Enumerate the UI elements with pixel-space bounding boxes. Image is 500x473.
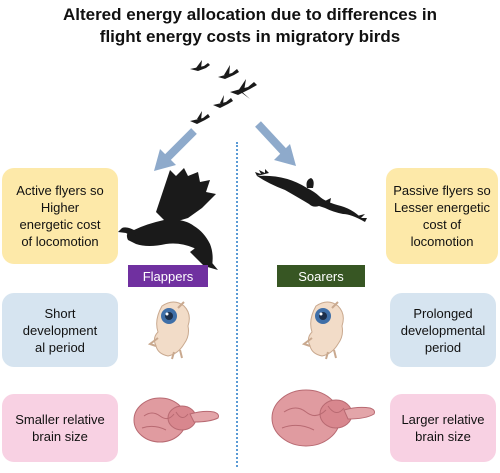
arrow-to-soarers-icon <box>255 121 296 166</box>
diagram-title: Altered energy allocation due to differe… <box>0 4 500 48</box>
flappers-label: Flappers <box>128 265 208 287</box>
flappers-development-line-3: al period <box>35 339 85 355</box>
soarers-label: Soarers <box>277 265 365 287</box>
flappers-brain-line-2: brain size <box>32 429 88 444</box>
migrating-geese-flock-icon <box>190 60 257 124</box>
eagle-silhouette-icon <box>255 169 367 222</box>
flappers-development-line-2: development <box>22 322 98 338</box>
bird-brain-icon <box>271 389 375 447</box>
soarers-locomotion-line-3: cost of locomotion <box>410 217 474 249</box>
flappers-brain-box: Smaller relative brain size <box>2 394 118 462</box>
flappers-locomotion-line-2: Higher <box>40 200 80 215</box>
soarers-brain-box: Larger relative brain size <box>390 394 496 462</box>
flappers-locomotion-line-4: of locomotion <box>21 234 99 249</box>
bird-embryo-icon <box>302 301 344 360</box>
title-line-2: flight energy costs in migratory birds <box>99 27 401 46</box>
bird-embryo-icon <box>148 301 190 360</box>
flappers-locomotion-box: Active flyers so Higher energetic cost o… <box>2 168 118 264</box>
arrow-to-flappers-icon <box>154 128 197 171</box>
flappers-locomotion-line-1: Active flyers so <box>16 183 104 198</box>
title-line-1: Altered energy allocation due to differe… <box>62 5 438 24</box>
flappers-locomotion-line-3: energetic cost <box>19 217 101 232</box>
flappers-development-box: Short development al period <box>2 293 118 367</box>
soarers-locomotion-line-2: Lesser energetic <box>393 200 491 215</box>
soarers-development-line-2: developmental <box>400 322 486 338</box>
soarers-locomotion-box: Passive flyers so Lesser energetic cost … <box>386 168 498 264</box>
soarers-development-box: Prolonged developmental period <box>390 293 496 367</box>
soarers-development-line-3: period <box>424 339 462 355</box>
soarers-brain-line-2: brain size <box>415 429 471 444</box>
soarers-locomotion-line-1: Passive flyers so <box>393 183 491 198</box>
soarers-brain-line-1: Larger relative <box>401 412 485 427</box>
bird-brain-icon <box>133 397 219 443</box>
soarers-development-line-1: Prolonged <box>413 305 473 321</box>
flappers-brain-line-1: Smaller relative <box>15 412 105 427</box>
crow-silhouette-icon <box>118 168 218 270</box>
flappers-development-line-1: Short <box>44 305 76 321</box>
center-divider <box>236 142 238 467</box>
